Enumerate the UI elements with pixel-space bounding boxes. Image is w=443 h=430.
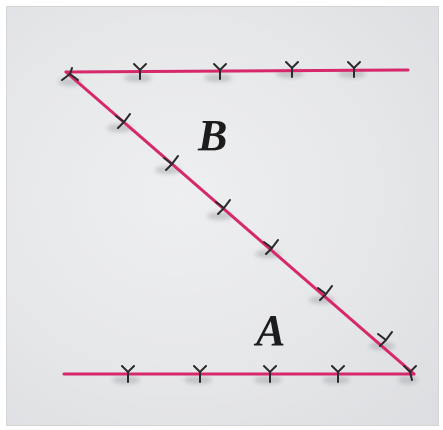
pin-icon <box>193 365 207 383</box>
pin-icon <box>263 239 279 255</box>
label-b: B <box>197 111 227 160</box>
pin-shadows <box>58 70 418 384</box>
pin-icon <box>133 63 147 80</box>
pin-icon <box>213 63 227 80</box>
pin-icon <box>61 67 79 81</box>
top-string <box>64 68 410 74</box>
pin-icon <box>121 365 135 383</box>
pin-icon <box>285 61 299 78</box>
pin-icon <box>317 285 333 301</box>
pin-icon <box>215 199 231 215</box>
pin-icon <box>263 365 277 383</box>
pin-icon <box>163 155 179 171</box>
pin-icon <box>403 365 417 381</box>
pin-icon <box>377 331 393 347</box>
pin-icon <box>115 113 131 129</box>
pin-icon <box>331 365 345 383</box>
pin-icon <box>347 61 361 78</box>
pins <box>61 61 417 383</box>
label-a: A <box>253 306 285 355</box>
